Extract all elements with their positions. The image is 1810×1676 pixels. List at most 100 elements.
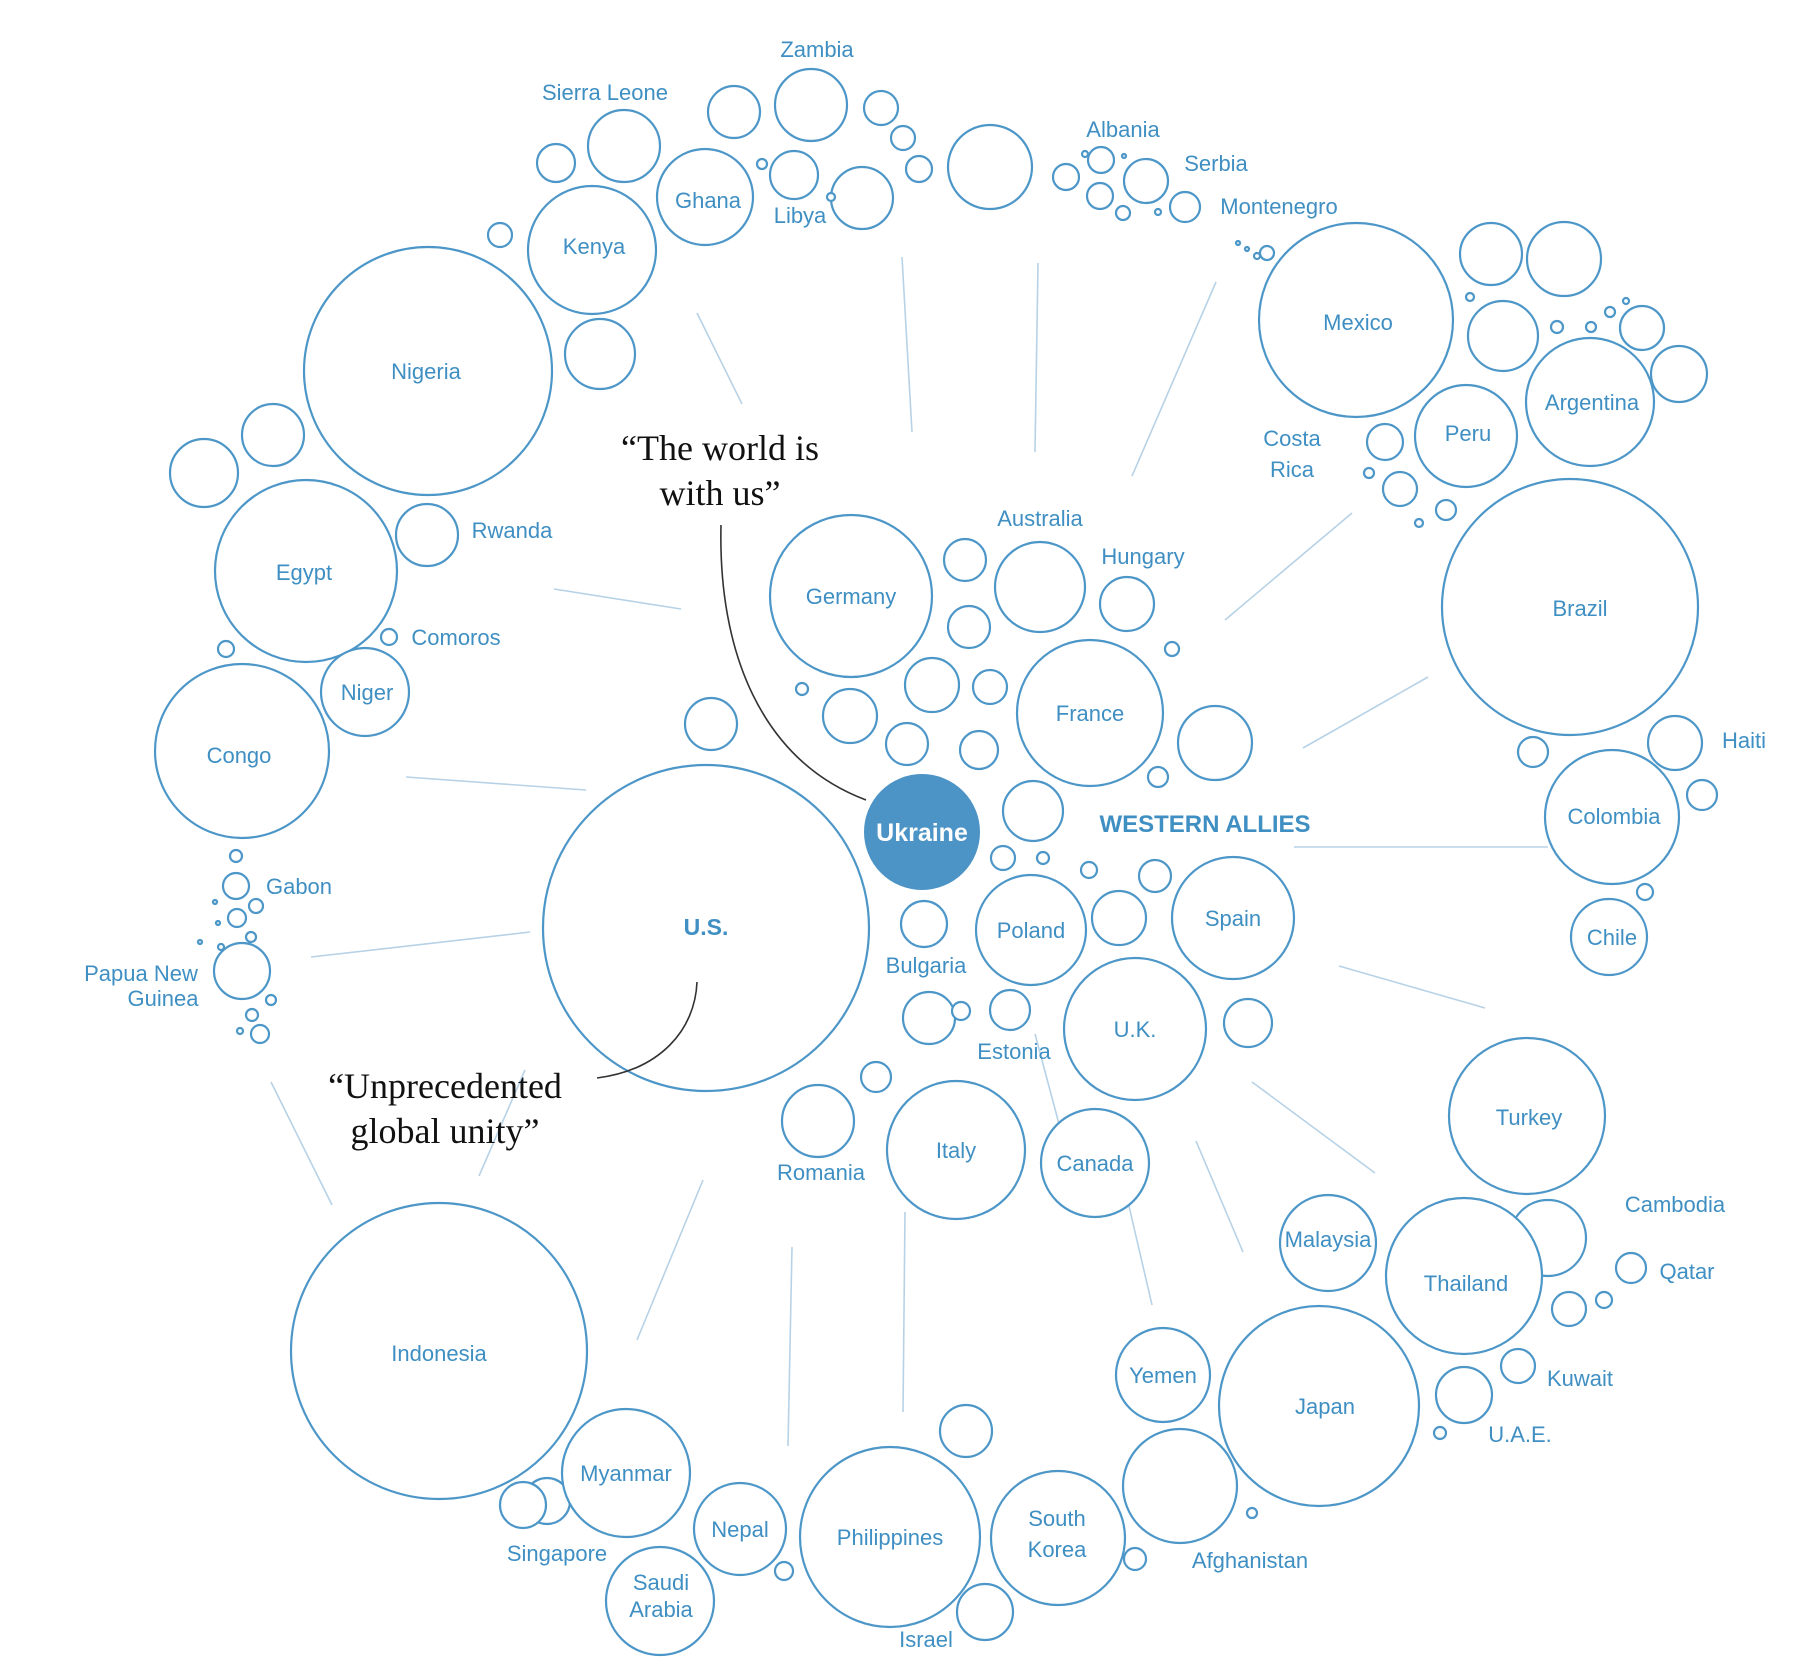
western-allies-label: WESTERN ALLIES <box>1099 811 1310 838</box>
unlabeled-bubble <box>773 1560 795 1582</box>
unlabeled-bubble <box>862 89 900 127</box>
country-label-france: France <box>1056 701 1124 726</box>
unlabeled-bubble <box>1243 245 1251 253</box>
country-bubble-nepal <box>692 1481 788 1577</box>
country-label-rwanda: Rwanda <box>472 518 553 543</box>
connector-ray <box>478 1069 526 1177</box>
country-bubble-costa-rica <box>1365 422 1405 462</box>
country-bubble-south-korea <box>989 1469 1127 1607</box>
country-label-israel: Israel <box>899 1627 953 1652</box>
connector-ray <box>696 312 743 405</box>
country-bubble-serbia <box>1122 157 1170 205</box>
unlabeled-bubble <box>1516 735 1550 769</box>
unlabeled-bubble <box>1001 779 1065 843</box>
country-label-gabon: Gabon <box>266 874 332 899</box>
country-label-uk: U.K. <box>1114 1017 1157 1042</box>
country-label-qatar: Qatar <box>1659 1259 1714 1284</box>
country-bubble-indonesia <box>289 1201 589 1501</box>
unlabeled-bubble <box>958 729 1000 771</box>
country-label-serbia: Serbia <box>1184 151 1248 176</box>
country-bubble-qatar <box>1614 1251 1648 1285</box>
unlabeled-bubble <box>1603 305 1617 319</box>
country-bubble-israel <box>955 1582 1015 1642</box>
unlabeled-bubble <box>1114 204 1132 222</box>
country-label-comoros: Comoros <box>411 625 500 650</box>
country-label-mexico: Mexico <box>1323 310 1393 335</box>
country-bubble-spain <box>1170 855 1296 981</box>
unlabeled-bubble <box>829 165 895 231</box>
country-label-germany: Germany <box>806 584 896 609</box>
country-bubble-japan <box>1217 1304 1421 1508</box>
unlabeled-bubble <box>168 437 240 509</box>
connector-ray <box>787 1246 793 1447</box>
country-label-cambodia: Cambodia <box>1625 1192 1726 1217</box>
country-label-turkey: Turkey <box>1496 1105 1562 1130</box>
country-label-kuwait: Kuwait <box>1547 1366 1613 1391</box>
quote-1-line-2: with us” <box>660 473 781 513</box>
unlabeled-bubble <box>901 990 957 1046</box>
country-label-uae: U.A.E. <box>1488 1422 1552 1447</box>
country-bubble-congo <box>153 662 331 840</box>
country-bubbles: U.S. Germany Australia Hungary France Po… <box>84 37 1766 1657</box>
connector-ray <box>636 1179 704 1341</box>
country-bubble-myanmar <box>560 1407 692 1539</box>
country-label-congo: Congo <box>207 743 272 768</box>
unlabeled-bubble <box>247 897 265 915</box>
unlabeled-bubble <box>946 604 992 650</box>
connector-ray <box>1302 676 1429 749</box>
unlabeled-bubble <box>971 668 1009 706</box>
unlabeled-bubble <box>563 317 637 391</box>
unlabeled-bubble <box>1635 882 1655 902</box>
connector-ray <box>270 1081 333 1206</box>
unlabeled-bubble <box>683 696 739 752</box>
country-label-zambia: Zambia <box>780 37 854 62</box>
unlabeled-bubble <box>903 656 961 714</box>
country-bubble-ghana <box>655 147 755 247</box>
unlabeled-bubble <box>244 1007 260 1023</box>
unlabeled-bubble <box>240 402 306 468</box>
country-bubble-singapore <box>498 1480 548 1530</box>
unlabeled-bubble <box>1594 1290 1614 1310</box>
unlabeled-bubble <box>228 848 244 864</box>
unlabeled-bubble <box>1258 244 1276 262</box>
connector-ray <box>902 1211 906 1413</box>
unlabeled-bubble <box>1176 704 1254 782</box>
quote-1-line-1: “The world is <box>621 428 819 468</box>
unlabeled-bubble <box>1381 470 1419 508</box>
country-bubble-yemen <box>1114 1326 1212 1424</box>
unlabeled-bubble <box>1245 1506 1259 1520</box>
unlabeled-bubble <box>794 681 810 697</box>
country-label-hungary: Hungary <box>1101 544 1184 569</box>
unlabeled-bubble <box>938 1403 994 1459</box>
unlabeled-bubble <box>1618 304 1666 352</box>
country-bubble-nigeria <box>302 245 554 497</box>
country-bubble-niger <box>319 646 411 738</box>
country-bubble-bulgaria <box>899 899 949 949</box>
unlabeled-bubble <box>950 1000 972 1022</box>
country-label-philippines: Philippines <box>837 1525 943 1550</box>
quote-world-with-us: “The world is with us” <box>621 428 867 801</box>
country-bubble-australia <box>993 540 1087 634</box>
country-bubble-malaysia <box>1278 1193 1378 1293</box>
country-label-afghanistan: Afghanistan <box>1192 1548 1308 1573</box>
country-bubble-turkey <box>1447 1036 1607 1196</box>
country-label-singapore: Singapore <box>507 1541 607 1566</box>
country-bubble-canada <box>1039 1107 1151 1219</box>
country-bubble-italy <box>885 1079 1027 1221</box>
country-label-malaysia: Malaysia <box>1285 1227 1373 1252</box>
country-bubble-sierra-leone <box>586 108 662 184</box>
country-label-haiti: Haiti <box>1722 728 1766 753</box>
unlabeled-bubble <box>1222 997 1274 1049</box>
country-label-indonesia: Indonesia <box>391 1341 487 1366</box>
unlabeled-bubble <box>1466 299 1540 373</box>
unlabeled-bubble <box>535 142 577 184</box>
country-label-yemen: Yemen <box>1129 1363 1197 1388</box>
connector-ray <box>1338 965 1486 1009</box>
unlabeled-bubble <box>825 191 837 203</box>
country-bubble-argentina <box>1524 336 1656 468</box>
ukraine-node: Ukraine <box>864 774 980 890</box>
